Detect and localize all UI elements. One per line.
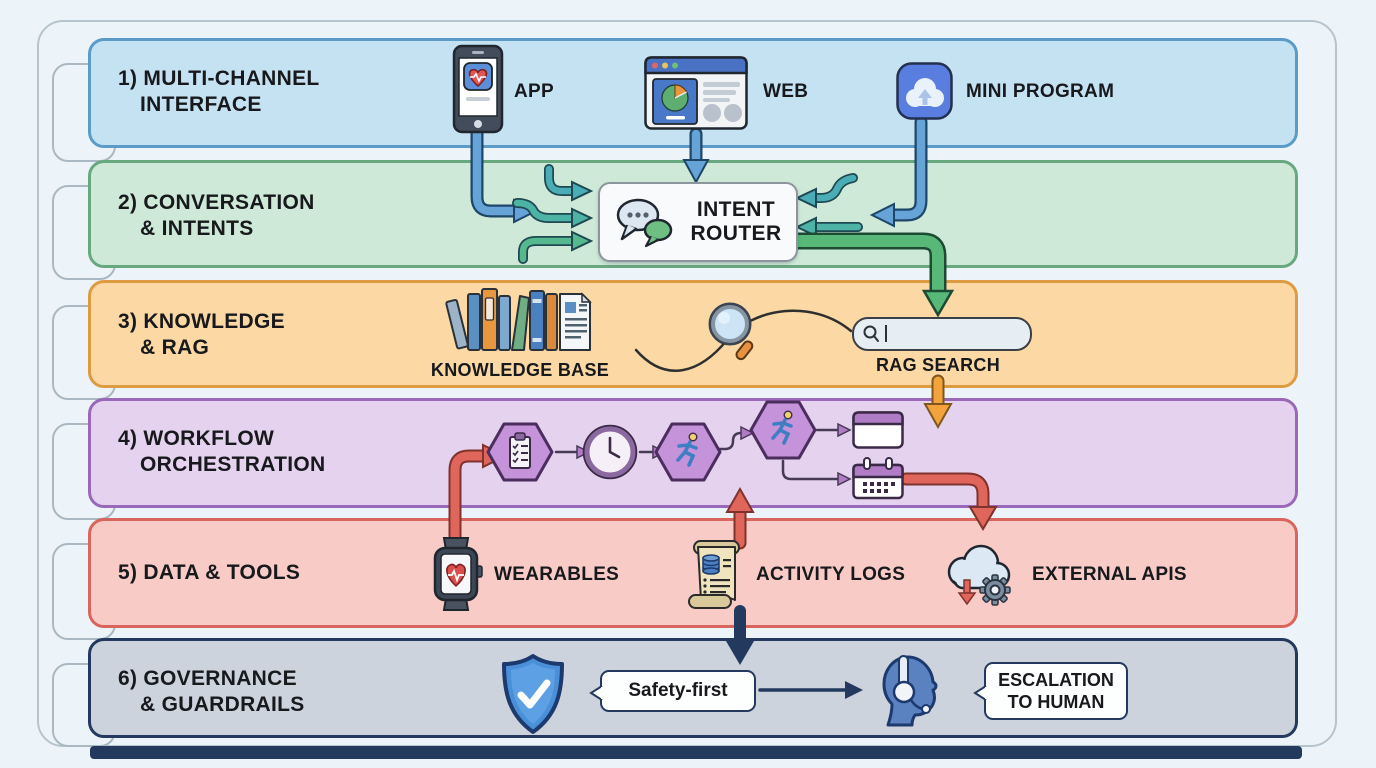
safety-first-label: Safety-first	[628, 680, 728, 701]
rag-search-glyphs	[863, 325, 887, 342]
chat-bubbles-icon	[616, 198, 673, 248]
intent-router-label: INTENT ROUTER	[676, 198, 796, 246]
band-title-1-line1: 1) MULTI-CHANNEL	[118, 67, 320, 90]
text-cursor	[885, 325, 887, 342]
runner-hexagon-icon-2	[749, 400, 817, 460]
escalation-line1: ESCALATION	[998, 670, 1114, 690]
band-title-6-line2: & GUARDRAILS	[140, 693, 305, 716]
escalation-bubble: ESCALATION TO HUMAN	[973, 662, 1128, 720]
band-title-2-line2: & INTENTS	[140, 217, 254, 240]
band-title-1-line2: INTERFACE	[140, 93, 262, 116]
band-title-4-line1: 4) WORKFLOW	[118, 427, 275, 450]
knowledge-base-books-icon	[445, 288, 592, 351]
checklist-hexagon-icon	[486, 422, 554, 482]
shield-check-icon	[502, 654, 564, 734]
band-title-3-line1: 3) KNOWLEDGE	[118, 310, 285, 333]
band-data-tools	[88, 518, 1298, 628]
activity-scroll-icon	[688, 540, 740, 609]
intent-router-line2: ROUTER	[690, 222, 782, 245]
runner-hexagon-icon	[654, 422, 722, 482]
label-rag-search: RAG SEARCH	[875, 355, 1000, 375]
intent-router-line1: INTENT	[696, 198, 776, 221]
band-title-2-line1: 2) CONVERSATION	[118, 191, 315, 214]
intent-router-box: INTENT ROUTER	[598, 182, 798, 262]
band-title-3-line2: & RAG	[140, 336, 210, 359]
band-title-5: 5) DATA & TOOLS	[118, 560, 300, 586]
band-title-2: 2) CONVERSATION & INTENTS	[118, 190, 315, 242]
magnifier-icon	[708, 302, 754, 361]
cloud-gear-icon	[947, 544, 1011, 606]
label-activity-logs: ACTIVITY LOGS	[756, 564, 906, 585]
smartphone-app-icon	[452, 44, 504, 134]
safety-bubble-tail	[589, 685, 603, 701]
band-title-5-line1: 5) DATA & TOOLS	[118, 561, 301, 584]
escalation-label: ESCALATION TO HUMAN	[998, 669, 1114, 713]
band-title-4: 4) WORKFLOW ORCHESTRATION	[118, 426, 326, 478]
clock-icon	[582, 424, 638, 480]
web-browser-icon	[644, 56, 748, 130]
band-title-6: 6) GOVERNANCE & GUARDRAILS	[118, 666, 305, 718]
label-knowledge-base: KNOWLEDGE BASE	[430, 360, 610, 380]
mini-program-cloud-icon	[896, 62, 953, 120]
human-agent-headset-icon	[882, 655, 938, 727]
safety-first-bubble: Safety-first	[589, 670, 756, 712]
label-app: APP	[514, 81, 554, 102]
label-web: WEB	[763, 81, 809, 102]
label-wearables: WEARABLES	[494, 564, 620, 585]
smartwatch-icon	[433, 537, 483, 611]
label-external-apis: EXTERNAL APIS	[1032, 564, 1187, 585]
escalation-bubble-tail	[973, 685, 987, 701]
label-mini-program: MINI PROGRAM	[966, 81, 1115, 102]
calendar-icon	[852, 457, 904, 500]
band-title-6-line1: 6) GOVERNANCE	[118, 667, 297, 690]
band-title-1: 1) MULTI-CHANNEL INTERFACE	[118, 66, 320, 118]
band-title-3: 3) KNOWLEDGE & RAG	[118, 309, 285, 361]
band-title-4-line2: ORCHESTRATION	[140, 453, 326, 476]
rag-search-input	[852, 317, 1032, 351]
escalation-line2: TO HUMAN	[1007, 692, 1105, 712]
gear-glyph	[979, 574, 1011, 606]
bottom-accent-bar	[90, 746, 1302, 759]
card-icon	[852, 411, 904, 449]
